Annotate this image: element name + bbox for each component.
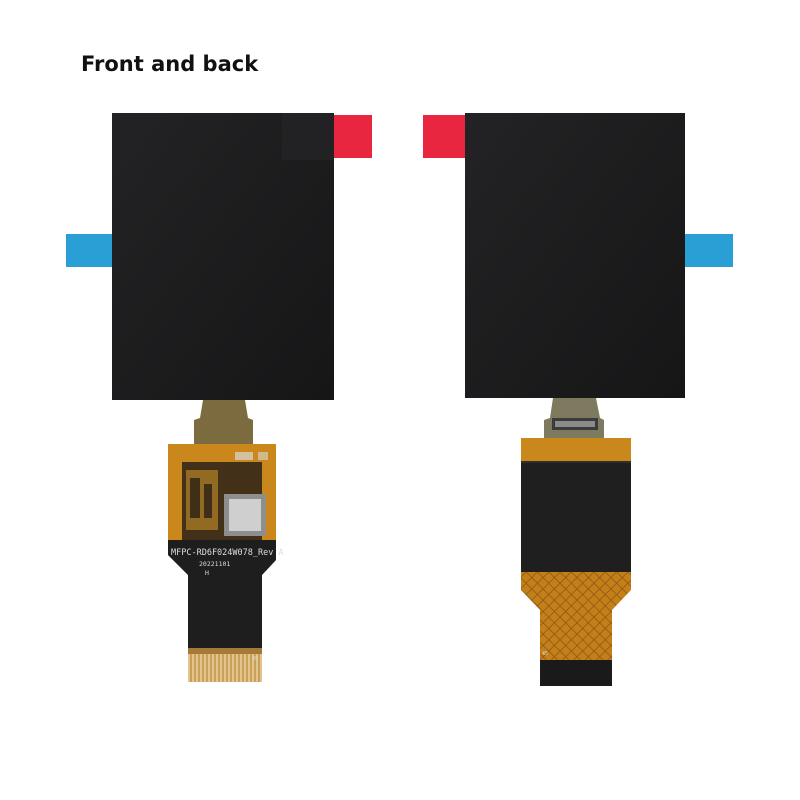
back-blue-film-tab [683,234,733,267]
back-module: 45 [423,113,733,686]
front-module: MFPC-RD6F024W078_Rev A 20221101 H 45 [66,113,372,682]
front-pin-mark: 45 [252,656,258,662]
front-fpc-pins [188,652,262,682]
front-blue-film-tab [66,234,116,267]
front-red-film-tab [332,115,372,158]
back-pin-mark: 45 [542,651,548,657]
page-title: Front and back [81,52,259,76]
back-fpc-upper [521,438,631,464]
front-fpc-part-number: MFPC-RD6F024W078_Rev A [171,548,284,558]
back-fpc-mesh [521,572,631,660]
front-fpc-date: 20221101 [199,560,230,568]
front-fpc-neck [194,400,253,444]
back-display-panel [465,113,685,398]
back-fpc-tail [540,660,612,686]
front-fpc-mark: H [205,569,209,577]
back-fpc-body [521,462,631,572]
back-red-film-tab [423,115,467,158]
front-display-panel [112,113,334,400]
